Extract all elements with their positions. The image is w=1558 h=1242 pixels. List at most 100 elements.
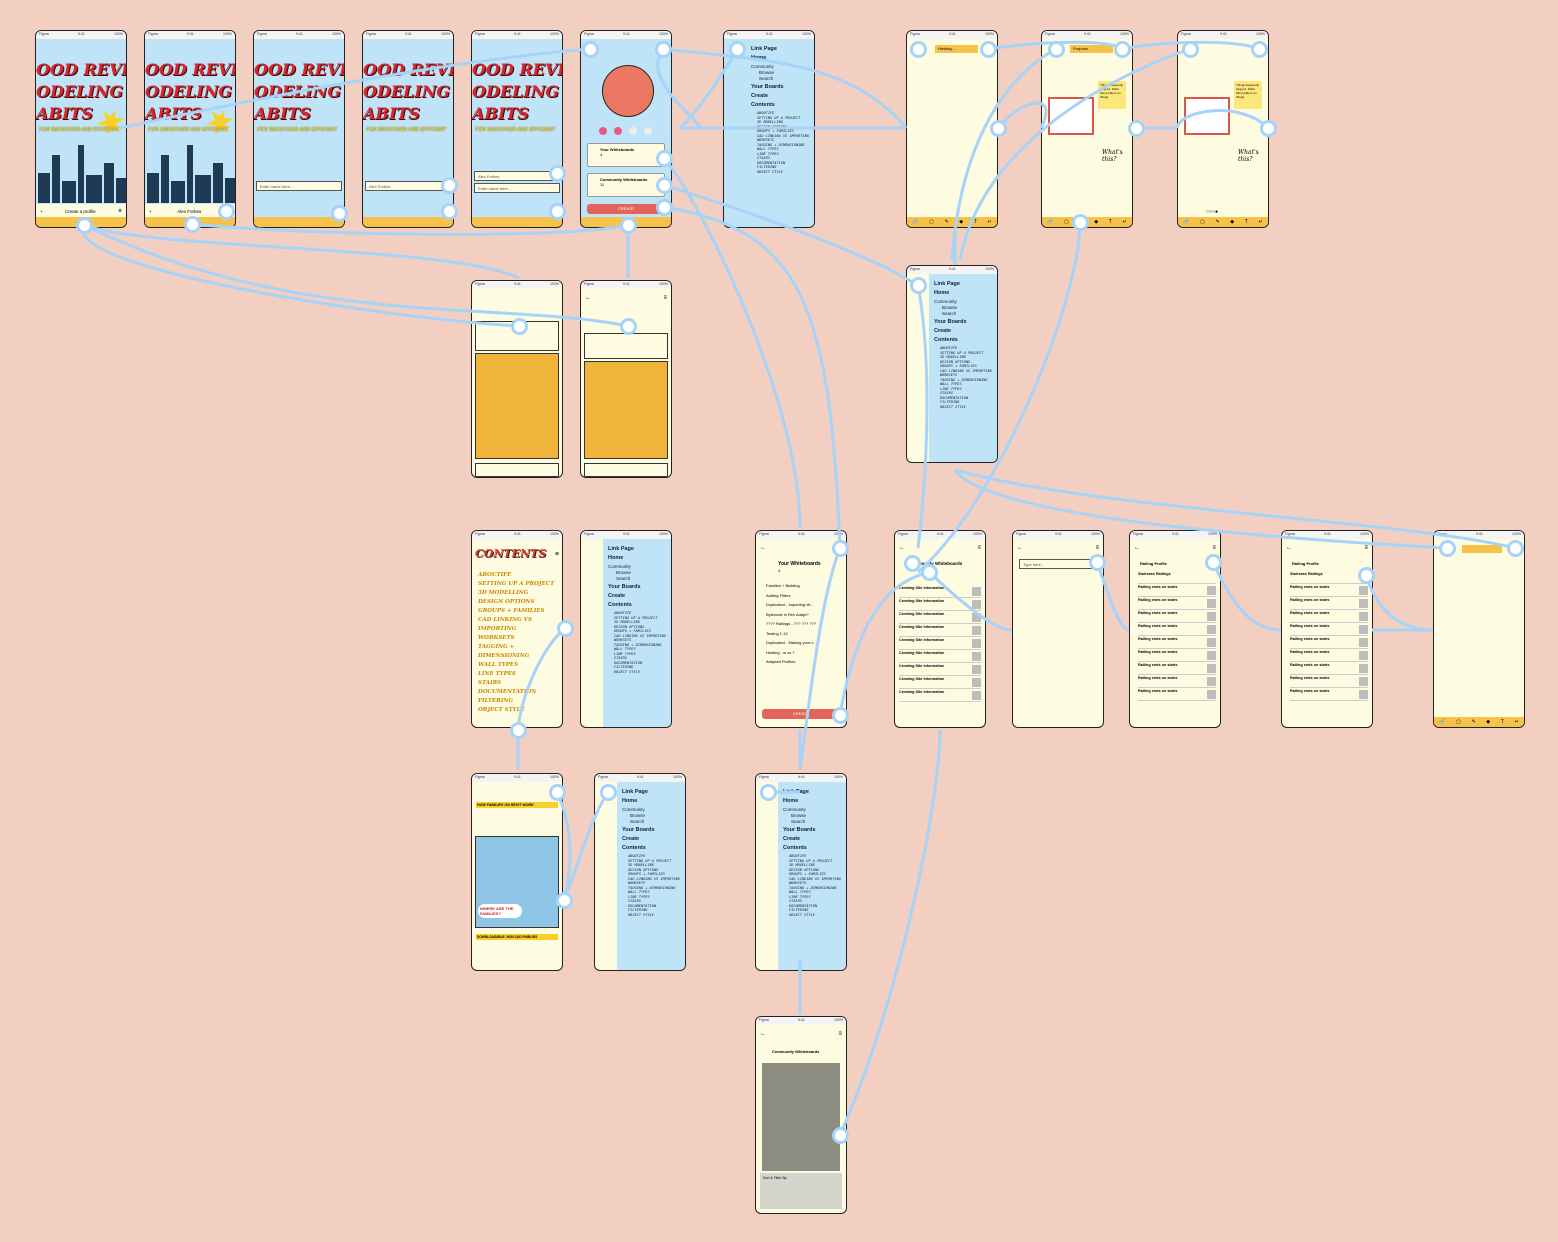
- contents-item[interactable]: DOCUMENTATION: [757, 160, 786, 165]
- contents-item[interactable]: WORKSETS: [789, 881, 807, 885]
- menu-home[interactable]: Home: [783, 798, 799, 804]
- linkedin-icon[interactable]: [644, 127, 652, 135]
- hotspot-node[interactable]: [510, 722, 527, 739]
- note-icon[interactable]: ▢: [1456, 719, 1461, 725]
- link-icon[interactable]: 🔗: [1183, 219, 1190, 225]
- list-item[interactable]: Railing ends on stairs: [1138, 610, 1216, 623]
- menu-icon[interactable]: ≡: [1095, 545, 1099, 551]
- undo-icon[interactable]: ↵: [987, 219, 992, 225]
- list-item[interactable]: Railing ends on stairs: [1290, 662, 1368, 675]
- contents-item[interactable]: DOCUMENTATION: [478, 689, 537, 695]
- back-arrow-icon[interactable]: ←: [899, 545, 905, 551]
- board-item[interactable]: ???? Railings - ??? ??? ???: [766, 621, 817, 626]
- list-item[interactable]: Railing ends on stairs: [1138, 649, 1216, 662]
- note-icon[interactable]: ▢: [1064, 219, 1069, 225]
- list-item[interactable]: Railing ends on stairs: [1290, 636, 1368, 649]
- pinterest-icon[interactable]: [599, 127, 607, 135]
- list-item[interactable]: Railing ends on stairs: [1138, 636, 1216, 649]
- menu-your-boards[interactable]: Your Boards: [608, 584, 641, 590]
- hotspot-node[interactable]: [556, 892, 573, 909]
- menu-create[interactable]: Create: [783, 836, 801, 842]
- list-item[interactable]: Creating Site Information: [899, 689, 981, 702]
- list-item[interactable]: Creating Site Information: [899, 624, 981, 637]
- list-item[interactable]: Staircase Railings: [1290, 571, 1368, 584]
- contents-item[interactable]: OBJECT STYLE: [628, 912, 654, 917]
- menu-icon[interactable]: ≡: [977, 545, 981, 551]
- menu-link-page[interactable]: Link Page: [608, 546, 634, 552]
- contents-item[interactable]: CAD LINKING VS IMPORTING: [478, 617, 533, 632]
- hotspot-node[interactable]: [1182, 41, 1199, 58]
- hotspot-node[interactable]: [1128, 120, 1145, 137]
- note-icon[interactable]: ▢: [929, 219, 934, 225]
- hotspot-node[interactable]: [1114, 41, 1131, 58]
- hotspot-node[interactable]: [904, 555, 921, 572]
- menu-icon[interactable]: ≡: [1364, 545, 1368, 551]
- contents-item[interactable]: LINE TYPES: [757, 151, 779, 156]
- contents-item[interactable]: FILTERING: [789, 908, 809, 912]
- hotspot-node[interactable]: [620, 318, 637, 335]
- list-item[interactable]: Creating Site Information: [899, 637, 981, 650]
- back-arrow-icon[interactable]: ←: [760, 545, 766, 551]
- hotspot-node[interactable]: [1358, 567, 1375, 584]
- text-icon[interactable]: T: [1108, 219, 1112, 225]
- list-item[interactable]: Railing ends on stairs: [1138, 688, 1216, 701]
- hotspot-node[interactable]: [1048, 41, 1065, 58]
- link-icon[interactable]: 🔗: [1047, 219, 1054, 225]
- board-item[interactable]: Adding Filters: [766, 592, 791, 598]
- contents-item[interactable]: DESIGN OPTIONS: [478, 599, 535, 605]
- contents-item[interactable]: LINE TYPES: [789, 894, 811, 899]
- hotspot-node[interactable]: [980, 41, 997, 58]
- contents-item[interactable]: LINE TYPES: [940, 386, 962, 391]
- name-input[interactable]: Enter name here...: [256, 181, 342, 191]
- user-name-input[interactable]: Alex Forbes: [474, 171, 560, 181]
- tag-icon[interactable]: ◆: [1486, 719, 1491, 725]
- hotspot-node[interactable]: [832, 1127, 849, 1144]
- screenshot-pin[interactable]: [1184, 97, 1230, 135]
- menu-browse[interactable]: Browse: [791, 813, 807, 818]
- contents-item[interactable]: FILTERING: [757, 165, 777, 169]
- contents-item[interactable]: CAD LINKING VS IMPORTING: [757, 133, 809, 138]
- menu-create[interactable]: Create: [751, 93, 769, 99]
- contents-item[interactable]: OBJECT STYLE: [478, 707, 525, 713]
- menu-icon[interactable]: ≡: [838, 1031, 842, 1037]
- hotspot-node[interactable]: [549, 784, 566, 801]
- list-item[interactable]: Railing ends on stairs: [1138, 675, 1216, 688]
- menu-create[interactable]: Create: [934, 328, 952, 334]
- list-item[interactable]: Railing ends on stairs: [1138, 597, 1216, 610]
- contents-item[interactable]: OBJECT STYLE: [757, 169, 783, 174]
- pen-icon[interactable]: ✎: [944, 219, 949, 225]
- contents-item[interactable]: TAGGING + DIMENSIONING: [628, 885, 676, 890]
- contents-item[interactable]: DOCUMENTATION: [940, 395, 969, 400]
- hotspot-node[interactable]: [760, 784, 777, 801]
- contents-item[interactable]: GROUPS + FAMILIES: [940, 364, 977, 368]
- menu-link-page[interactable]: Link Page: [622, 789, 648, 795]
- note-icon[interactable]: ▢: [1200, 219, 1205, 225]
- hotspot-node[interactable]: [620, 217, 637, 234]
- contents-item[interactable]: WORKSETS: [940, 373, 958, 377]
- board-item[interactable]: Testing 1.13: [766, 630, 788, 636]
- hotspot-node[interactable]: [331, 205, 348, 222]
- hotspot-node[interactable]: [1072, 214, 1089, 231]
- list-item[interactable]: Railing ends on stairs: [1290, 649, 1368, 662]
- back-arrow-icon[interactable]: ←: [585, 295, 591, 301]
- contents-item[interactable]: LINE TYPES: [628, 894, 650, 899]
- menu-home[interactable]: Home: [608, 555, 624, 561]
- back-arrow-icon[interactable]: ←: [1286, 545, 1292, 551]
- list-item[interactable]: Creating Site Information: [899, 598, 981, 611]
- hotspot-node[interactable]: [656, 199, 673, 216]
- menu-home[interactable]: Home: [934, 290, 950, 296]
- pen-icon[interactable]: ✎: [1215, 219, 1220, 225]
- your-whiteboards-card[interactable]: Your Whiteboards 4: [587, 143, 665, 167]
- contents-item[interactable]: STAIRS: [789, 899, 802, 903]
- contents-item[interactable]: CAD LINKING VS IMPORTING: [789, 876, 841, 881]
- menu-search[interactable]: Search: [616, 576, 631, 581]
- contents-item[interactable]: CAD LINKING VS IMPORTING: [628, 876, 680, 881]
- hotspot-node[interactable]: [921, 564, 938, 581]
- contents-item[interactable]: 3D MODELLING: [757, 120, 783, 124]
- board-item[interactable]: Adapted Profiles: [766, 659, 796, 664]
- hotspot-node[interactable]: [557, 620, 574, 637]
- contents-item[interactable]: CAD LINKING VS IMPORTING: [614, 633, 666, 638]
- hotspot-node[interactable]: [549, 203, 566, 220]
- contents-item[interactable]: WALL TYPES: [628, 890, 650, 894]
- contents-item[interactable]: LINE TYPES: [614, 651, 636, 656]
